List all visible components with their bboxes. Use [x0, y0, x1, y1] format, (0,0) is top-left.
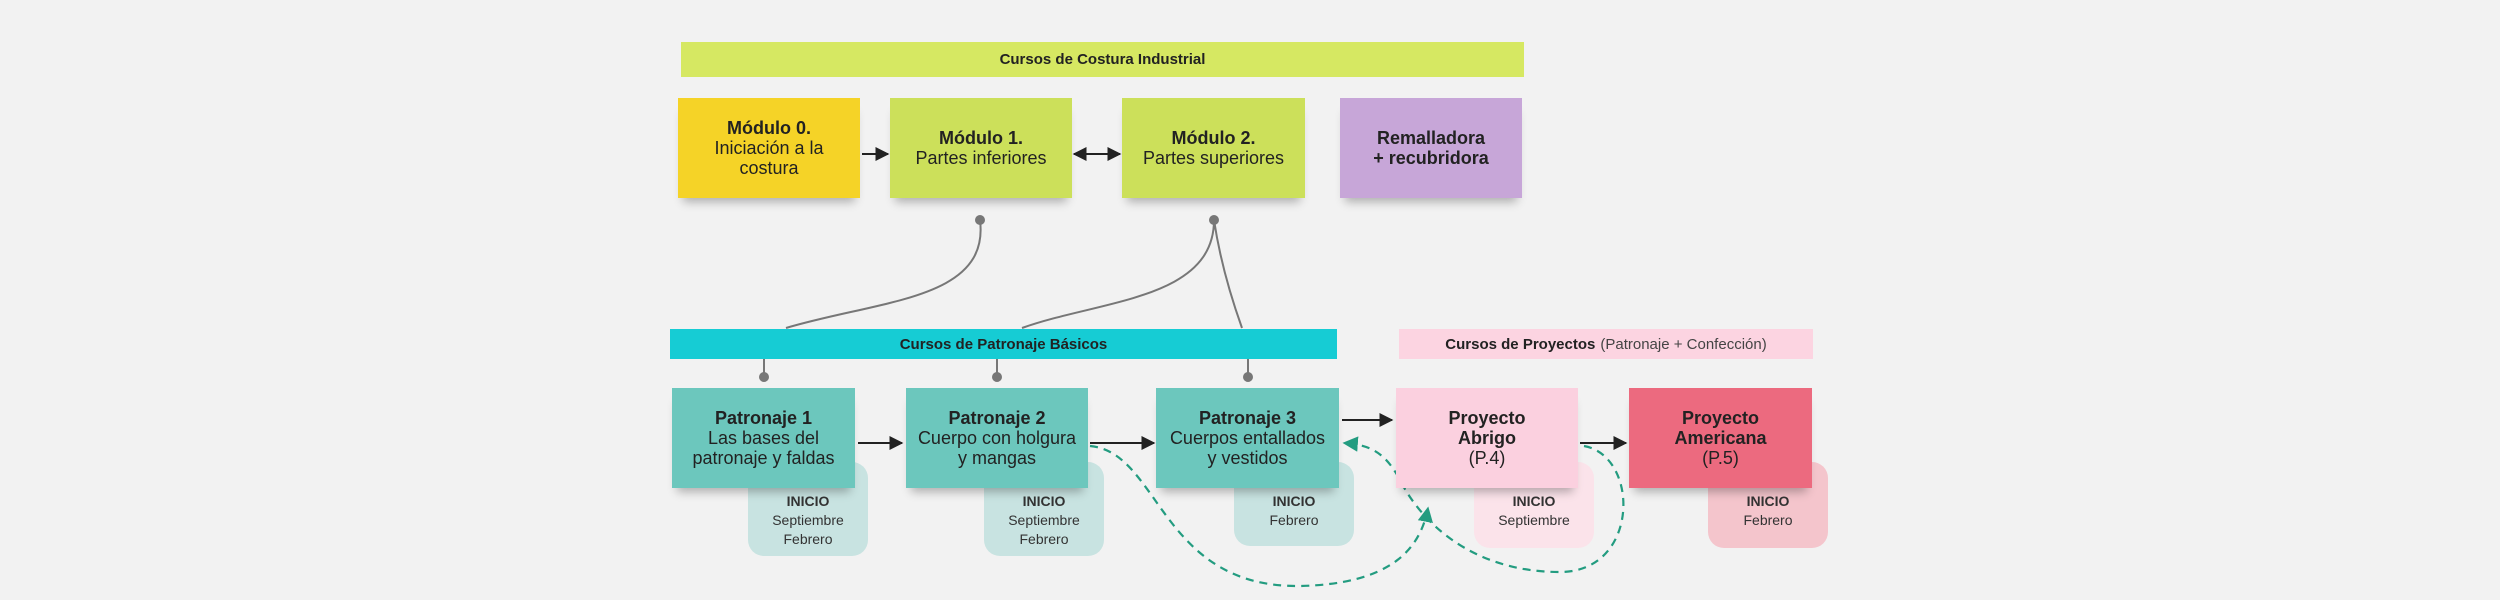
note-line2: y mangas [957, 448, 1037, 468]
note-line1: Abrigo [1458, 428, 1516, 448]
note-title: Remalladora [1376, 128, 1486, 148]
note-title: Módulo 0. [727, 118, 811, 138]
link-modulo2-patronaje2 [1021, 219, 1215, 329]
note-title: Proyecto [1448, 408, 1526, 428]
note-title: Patronaje 2 [948, 408, 1046, 428]
link-modulo2-patronaje3 [1213, 219, 1243, 329]
inicio-head: INICIO [1512, 493, 1556, 509]
dot-patronaje2 [992, 372, 1002, 382]
inicio-line1: Septiembre [772, 512, 844, 528]
note-line2: (P.5) [1702, 448, 1739, 468]
note-line1: Cuerpos entallados [1169, 428, 1326, 448]
note-patronaje-1: Patronaje 1 Las bases del patronaje y fa… [672, 388, 855, 488]
inicio-line2: Febrero [1019, 531, 1069, 547]
dot-modulo1 [975, 215, 985, 225]
note-patronaje-3: Patronaje 3 Cuerpos entallados y vestido… [1156, 388, 1339, 488]
note-proyecto-americana: Proyecto Americana (P.5) [1629, 388, 1812, 488]
inicio-head: INICIO [1022, 493, 1066, 509]
note-line1: Cuerpo con holgura [917, 428, 1077, 448]
note-line2: patronaje y faldas [692, 448, 835, 468]
inicio-head: INICIO [1272, 493, 1316, 509]
note-line2: costura [739, 158, 799, 178]
banner-costura-industrial: Cursos de Costura Industrial [681, 42, 1524, 77]
inicio-head: INICIO [786, 493, 830, 509]
note-title: Módulo 2. [1171, 128, 1256, 148]
note-line2: (P.4) [1468, 448, 1506, 468]
note-proyecto-abrigo: Proyecto Abrigo (P.4) [1396, 388, 1578, 488]
banner-costura-label: Cursos de Costura Industrial [999, 51, 1206, 68]
dot-patronaje1 [759, 372, 769, 382]
inicio-line1: Febrero [1269, 512, 1319, 528]
banner-proyectos: Cursos de Proyectos (Patronaje + Confecc… [1399, 329, 1813, 359]
inicio-line1: Septiembre [1498, 512, 1570, 528]
note-remalladora: Remalladora + recubridora [1340, 98, 1522, 198]
note-patronaje-2: Patronaje 2 Cuerpo con holgura y mangas [906, 388, 1088, 488]
note-title: Proyecto [1681, 408, 1760, 428]
banner-patronaje-label: Cursos de Patronaje Básicos [899, 335, 1108, 353]
note-line1: Iniciación a la [714, 138, 824, 158]
link-modulo1-patronaje1 [785, 219, 982, 329]
note-line1: Partes inferiores [915, 148, 1047, 168]
banner-proyectos-rest: (Patronaje + Confección) [1600, 335, 1767, 353]
note-line1: Las bases del [707, 428, 820, 448]
inicio-line1: Septiembre [1008, 512, 1080, 528]
note-modulo-2: Módulo 2. Partes superiores [1122, 98, 1305, 198]
note-line2: y vestidos [1207, 448, 1288, 468]
note-title: Patronaje 3 [1198, 408, 1297, 428]
banner-patronaje-basicos: Cursos de Patronaje Básicos [670, 329, 1337, 359]
dot-patronaje3 [1243, 372, 1253, 382]
note-title: Módulo 1. [939, 128, 1023, 148]
note-title: Patronaje 1 [714, 408, 813, 428]
inicio-line2: Febrero [783, 531, 833, 547]
note-modulo-1: Módulo 1. Partes inferiores [890, 98, 1072, 198]
banner-proyectos-bold: Cursos de Proyectos [1445, 335, 1596, 353]
note-modulo-0: Módulo 0. Iniciación a la costura [678, 98, 860, 198]
note-line1: Partes superiores [1142, 148, 1285, 168]
inicio-head: INICIO [1746, 493, 1790, 509]
note-line1: Americana [1674, 428, 1767, 448]
dot-modulo2 [1209, 215, 1219, 225]
note-line1: + recubridora [1373, 148, 1489, 168]
inicio-line1: Febrero [1743, 512, 1793, 528]
